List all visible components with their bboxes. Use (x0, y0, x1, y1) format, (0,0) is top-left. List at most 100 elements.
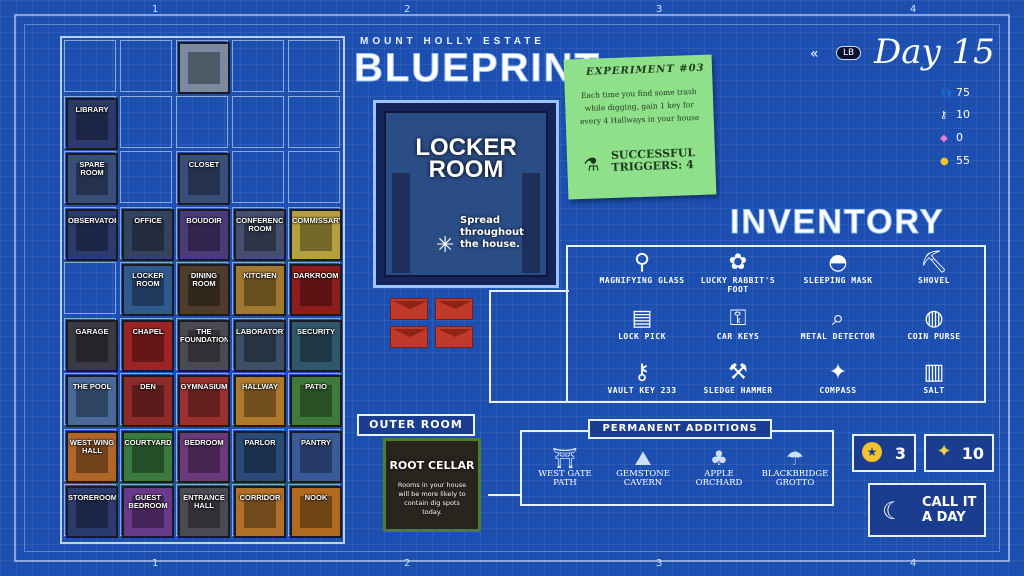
sleeping-mask-icon: ◓ (828, 250, 848, 275)
lock-pick-icon: ▤ (631, 306, 653, 331)
inventory-item[interactable]: ⌕METAL DETECTOR (790, 306, 886, 352)
room-tile-boudoir[interactable]: BOUDOIR (178, 208, 230, 261)
room-tile-storeroom[interactable]: STOREROOM (66, 486, 118, 538)
room-tile-library[interactable]: LIBRARY (66, 97, 118, 150)
star-count: 3 (894, 444, 906, 463)
back-arrow-icon[interactable]: « (810, 46, 819, 62)
metal-detector-icon: ⌕ (831, 306, 845, 331)
room-tile-entrance-hall[interactable]: ENTRANCE HALL (178, 486, 230, 538)
star-counter: ★ 3 (852, 434, 916, 472)
lb-button[interactable]: LB (836, 46, 862, 60)
inventory-item[interactable]: ⚒SLEDGE HAMMER (690, 360, 786, 406)
permanent-addition[interactable]: ♣APPLE ORCHARD (684, 446, 754, 488)
permanent-addition-label: APPLE ORCHARD (695, 469, 743, 488)
experiment-note[interactable]: EXPERIMENT #03 Each time you find some t… (563, 54, 717, 200)
call-it-a-day-button[interactable]: ☾ CALL IT A DAY (868, 483, 986, 537)
room-tile-hallway[interactable]: HALLWAY (234, 375, 286, 427)
room-tile-the-pool[interactable]: THE POOL (66, 375, 118, 427)
room-tile-corridor[interactable]: CORRIDOR (234, 486, 286, 538)
inventory-item[interactable]: ⛏SHOVEL (886, 250, 982, 296)
map-grid-cell[interactable] (288, 151, 340, 203)
room-tile-locker-room[interactable]: LOCKER ROOM (122, 264, 174, 316)
map-grid-cell[interactable] (232, 95, 284, 148)
room-name: COURTYARD (124, 437, 172, 447)
permanent-addition[interactable]: ☂BLACKBRIDGE GROTTO (760, 446, 830, 488)
room-tile-chapel[interactable]: CHAPEL (122, 319, 174, 372)
inventory-item-label: SALT (923, 386, 945, 395)
letter-envelope[interactable] (390, 298, 428, 320)
map-grid-cell[interactable] (64, 262, 116, 314)
inventory-item[interactable]: ▥SALT (886, 360, 982, 406)
map-grid-cell[interactable] (288, 95, 340, 148)
inventory-item[interactable]: ⚲MAGNIFYING GLASS (594, 250, 690, 296)
room-floor (76, 218, 108, 251)
inventory-item[interactable]: ✦COMPASS (790, 360, 886, 406)
map-grid-cell[interactable] (120, 151, 172, 203)
room-tile-kitchen[interactable]: KITCHEN (234, 264, 286, 316)
letter-envelope[interactable] (435, 326, 473, 348)
room-name: LOCKER ROOM (132, 271, 164, 288)
room-tile-spare-room[interactable]: SPARE ROOM (66, 153, 118, 205)
inventory-item[interactable]: ⚿CAR KEYS (690, 306, 786, 352)
inventory-item[interactable]: ✿LUCKY RABBIT'S FOOT (690, 250, 786, 296)
map-grid-cell[interactable] (120, 95, 172, 148)
room-tile-antechamber[interactable] (178, 42, 230, 94)
room-tile-den[interactable]: DEN (122, 375, 174, 427)
room-tile-guest-bedroom[interactable]: GUEST BEDROOM (122, 486, 174, 538)
lockers-left (392, 173, 410, 273)
map-grid-cell[interactable] (64, 40, 116, 92)
room-tile-dining-room[interactable]: DINING ROOM (178, 264, 230, 316)
outer-room-card[interactable]: ROOT CELLAR Rooms in your house will be … (383, 438, 481, 532)
inventory-item-label: MAGNIFYING GLASS (599, 276, 685, 285)
permanent-addition[interactable]: ⛰GEMSTONE CAVERN (608, 446, 678, 488)
room-tile-office[interactable]: OFFICE (122, 208, 174, 261)
room-tile-darkroom[interactable]: DARKROOM (290, 264, 342, 316)
room-tile-bedroom[interactable]: BEDROOM (178, 430, 230, 483)
room-name: DEN (140, 382, 156, 391)
map-grid-cell[interactable] (232, 151, 284, 203)
inventory-item[interactable]: ⚷VAULT KEY 233 (594, 360, 690, 406)
map-grid-cell[interactable] (288, 40, 340, 92)
room-name: CLOSET (188, 160, 220, 169)
room-tile-conference-room[interactable]: CONFERENCE ROOM (234, 208, 286, 261)
selected-room-card[interactable]: ✳ LOCKER ROOM Spread throughout the hous… (373, 100, 559, 288)
room-name: COMMISSARY (292, 215, 342, 225)
grotto-icon: ☂ (786, 446, 804, 470)
room-tile-gymnasium[interactable]: GYMNASIUM (178, 375, 230, 427)
letter-envelope[interactable] (390, 326, 428, 348)
map-grid-cell[interactable] (120, 40, 172, 92)
room-tile-parlor[interactable]: PARLOR (234, 430, 286, 483)
room-tile-closet[interactable]: CLOSET (178, 153, 230, 205)
room-tile-the-foundation[interactable]: THE FOUNDATION (178, 319, 230, 372)
room-floor (300, 385, 332, 417)
permanent-addition[interactable]: ⛩WEST GATE PATH (530, 446, 600, 488)
room-floor (244, 329, 276, 362)
room-floor (132, 496, 164, 528)
triggers-label: SUCCESSFUL TRIGGERS: 4 (611, 146, 716, 174)
inventory-item[interactable]: ▤LOCK PICK (594, 306, 690, 352)
gate-icon: ⛩ (552, 446, 578, 470)
room-tile-laboratory[interactable]: LABORATORY (234, 319, 286, 372)
room-tile-nook[interactable]: NOOK (290, 486, 342, 538)
room-tile-security[interactable]: SECURITY (290, 319, 342, 372)
inventory-item[interactable]: ◍COIN PURSE (886, 306, 982, 352)
sparkle-icon: ✦ (936, 441, 952, 462)
letter-envelope[interactable] (435, 298, 473, 320)
map-grid-cell[interactable] (176, 95, 228, 148)
room-tile-garage[interactable]: GARAGE (66, 319, 118, 372)
room-tile-observatory[interactable]: OBSERVATORY (66, 208, 118, 261)
room-tile-pantry[interactable]: PANTRY (290, 430, 342, 483)
permanent-additions-label: PERMANENT ADDITIONS (588, 419, 772, 439)
room-tile-patio[interactable]: PATIO (290, 375, 342, 427)
room-floor (244, 440, 276, 473)
room-tile-west-wing-hall[interactable]: WEST WING HALL (66, 430, 118, 483)
room-name: GARAGE (75, 326, 109, 336)
rabbit-foot-icon: ✿ (728, 250, 748, 275)
room-tile-courtyard[interactable]: COURTYARD (122, 430, 174, 483)
map-grid-cell[interactable] (232, 40, 284, 92)
room-name: SPARE ROOM (79, 160, 105, 177)
room-tile-commissary[interactable]: COMMISSARY (290, 208, 342, 261)
room-floor (244, 385, 276, 417)
inventory-item[interactable]: ◓SLEEPING MASK (790, 250, 886, 296)
triggers-value: 4 (685, 158, 694, 172)
